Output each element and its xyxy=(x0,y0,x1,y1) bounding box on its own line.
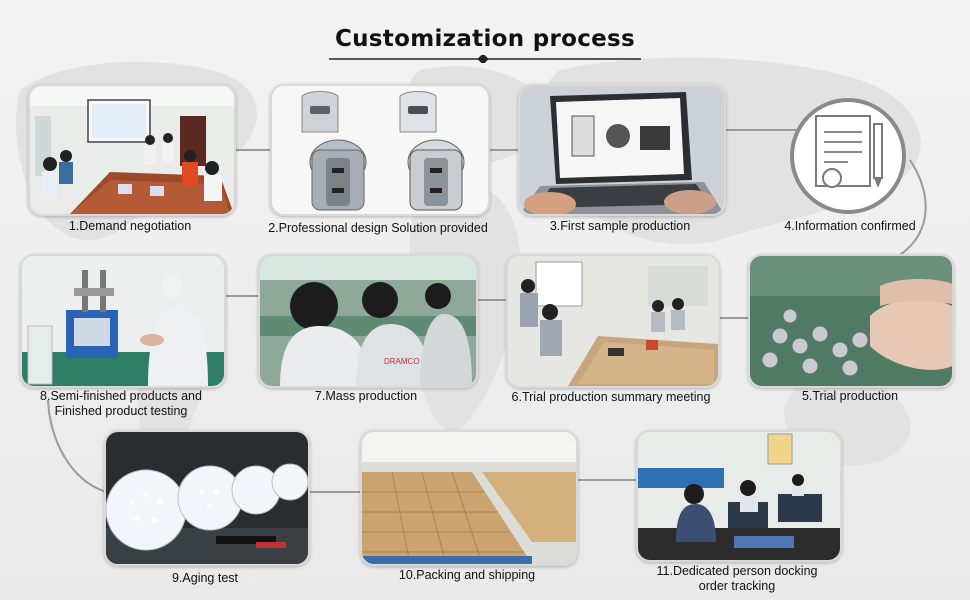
page-title: Customization process xyxy=(334,26,636,52)
step-6-caption: 6.Trial production summary meeting xyxy=(511,390,711,404)
step-8-caption: 8.Semi-finished products and Finished pr… xyxy=(20,389,222,419)
usb-socket-render-photo xyxy=(270,84,490,216)
document-pen-icon xyxy=(790,98,906,214)
step-5-caption: 5.Trial production xyxy=(801,389,899,403)
step-1-caption: 1.Demand negotiation xyxy=(68,219,192,233)
cartons-warehouse-photo xyxy=(360,430,578,566)
step-11-caption: 11.Dedicated person docking order tracki… xyxy=(624,564,850,594)
laptop-cad-photo xyxy=(518,84,726,216)
lamps-aging-photo xyxy=(104,430,310,566)
assembly-line-photo: DRAMCO xyxy=(258,254,478,388)
step-2-caption: 2.Professional design Solution provided xyxy=(268,221,488,235)
shirt-logo-text: DRAMCO xyxy=(384,357,420,366)
step-8-caption-line-1: 8.Semi-finished products and xyxy=(40,389,202,403)
step-4-caption: 4.Information confirmed xyxy=(784,219,916,233)
title-underline xyxy=(329,55,641,63)
step-7-caption: 7.Mass production xyxy=(314,389,418,403)
step-10-caption: 10.Packing and shipping xyxy=(398,568,536,582)
step-3-caption: 3.First sample production xyxy=(549,219,691,233)
office-meeting-photo xyxy=(506,254,720,388)
step-11-caption-line-2: order tracking xyxy=(698,579,776,593)
step-8-caption-line-2: Finished product testing xyxy=(54,404,188,418)
step-11-caption-line-1: 11.Dedicated person docking xyxy=(656,564,818,578)
step-9-caption: 9.Aging test xyxy=(171,571,238,585)
customer-service-photo xyxy=(636,430,842,562)
hands-assembly-photo xyxy=(748,254,954,388)
testing-machine-photo xyxy=(20,254,226,388)
meeting-room-photo xyxy=(28,84,236,216)
